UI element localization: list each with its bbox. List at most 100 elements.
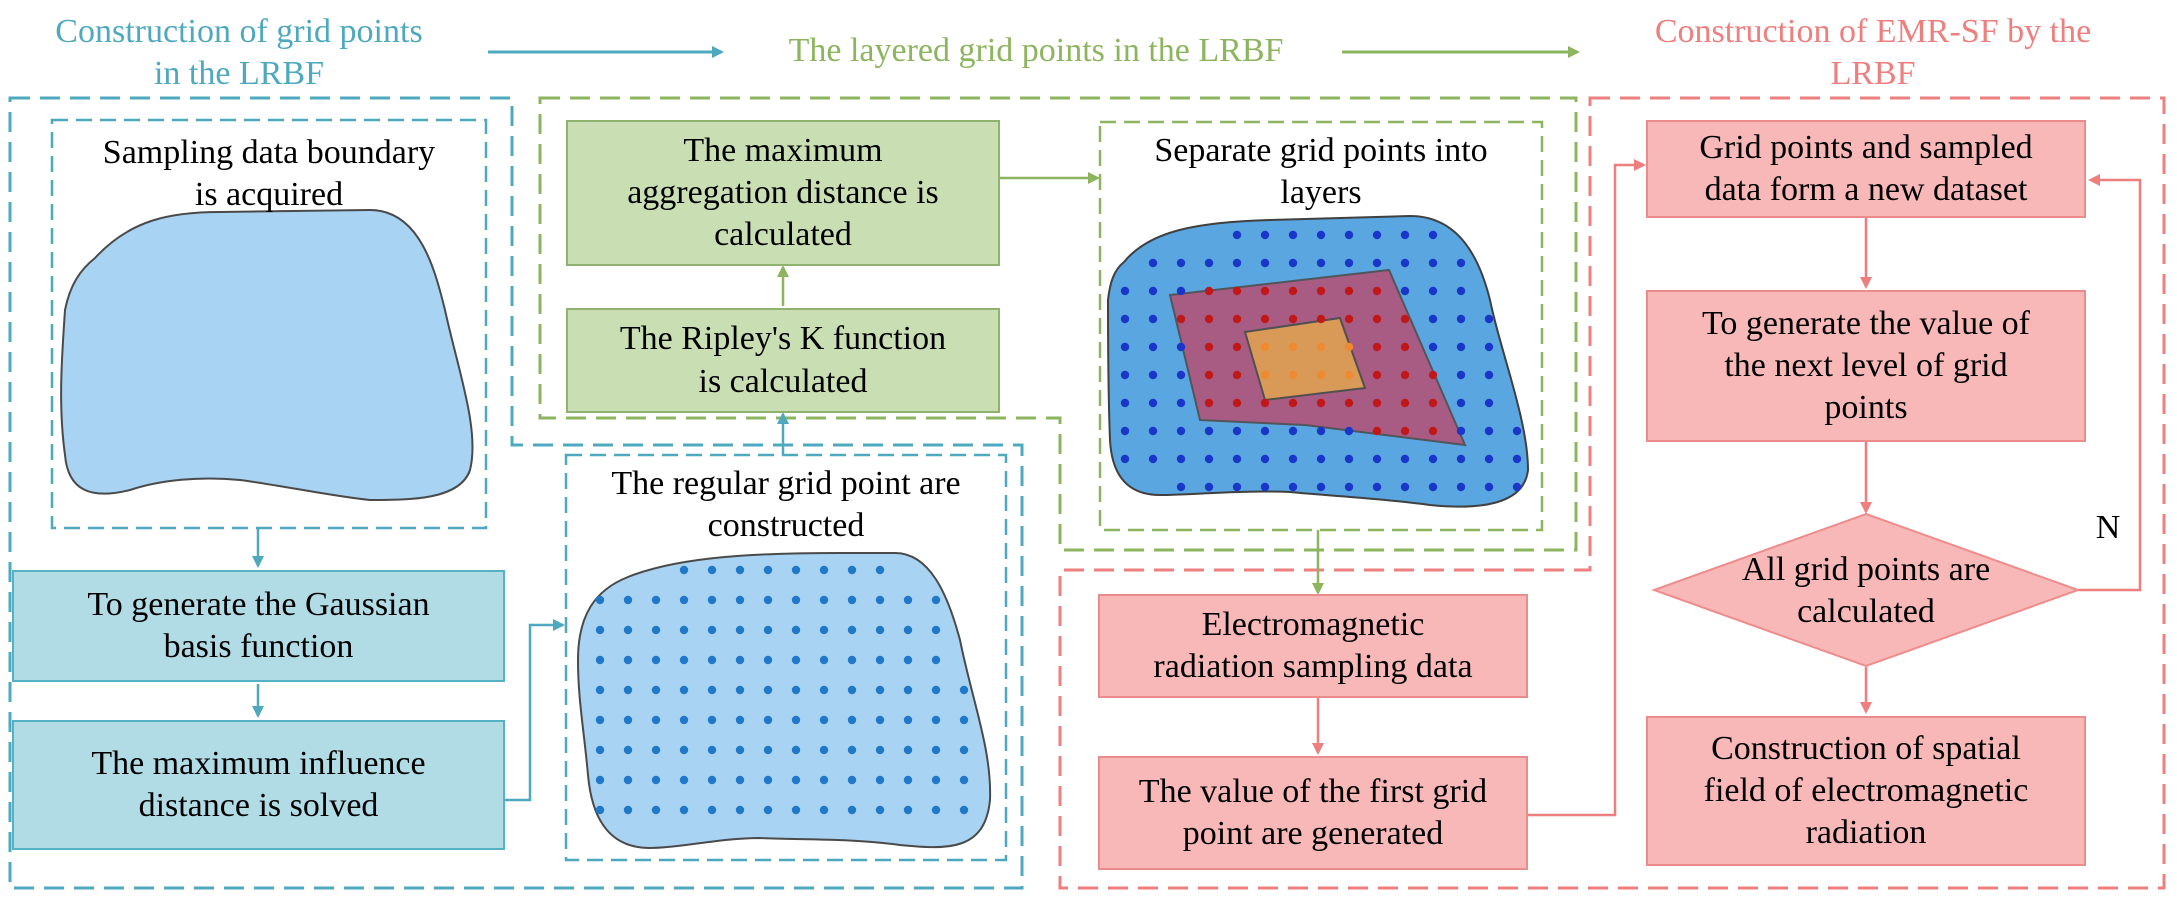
grid-point: [819, 745, 829, 755]
aggregation-distance-step: The maximum aggregation distance is calc…: [566, 120, 1000, 266]
grid-point: [819, 565, 829, 575]
layered-grid-point: [1484, 314, 1494, 324]
grid-point: [763, 625, 773, 635]
layered-grid-point: [1148, 314, 1158, 324]
layered-grid-point: [1316, 230, 1326, 240]
grid-point: [819, 595, 829, 605]
layered-grid-point: [1232, 342, 1242, 352]
grid-point: [735, 745, 745, 755]
layered-grid-point: [1484, 370, 1494, 380]
grid-point: [651, 775, 661, 785]
layered-grid-point: [1400, 454, 1410, 464]
layered-grid-point: [1176, 426, 1186, 436]
layered-grid-point: [1204, 426, 1214, 436]
grid-point: [623, 595, 633, 605]
grid-point: [763, 565, 773, 575]
grid-point: [931, 625, 941, 635]
layered-grid-point: [1120, 454, 1130, 464]
layered-grid-point: [1372, 482, 1382, 492]
layered-grid-point: [1316, 426, 1326, 436]
grid-point: [931, 685, 941, 695]
grid-point: [819, 805, 829, 815]
layered-grid-point: [1148, 286, 1158, 296]
regular-grid-dots: [595, 565, 969, 815]
grid-point: [847, 655, 857, 665]
regular-grid-shape: [576, 552, 992, 850]
layered-grid-point: [1344, 398, 1354, 408]
grid-point: [847, 625, 857, 635]
layered-grid-point: [1232, 370, 1242, 380]
layer-inner-shape: [1243, 316, 1367, 402]
layered-grid-point: [1372, 258, 1382, 268]
grid-point: [735, 565, 745, 575]
layered-grid-point: [1204, 482, 1214, 492]
grid-point: [875, 805, 885, 815]
layered-grid-point: [1428, 454, 1438, 464]
grid-point: [623, 805, 633, 815]
grid-point: [791, 595, 801, 605]
grid-point: [651, 745, 661, 755]
layered-grid-point: [1176, 314, 1186, 324]
grid-point: [931, 655, 941, 665]
gaussian-basis-step: To generate the Gaussian basis function: [12, 570, 505, 682]
layered-grid-point: [1428, 370, 1438, 380]
grid-point: [847, 805, 857, 815]
grid-point: [679, 775, 689, 785]
layered-grid-point: [1428, 286, 1438, 296]
grid-point: [707, 565, 717, 575]
grid-point: [903, 685, 913, 695]
grid-point: [763, 745, 773, 755]
layered-grid-point: [1148, 454, 1158, 464]
header-right: Construction of EMR-SF by the LRBF: [1654, 12, 2092, 93]
grid-point: [875, 655, 885, 665]
layered-grid-point: [1176, 370, 1186, 380]
layered-grid-point: [1316, 286, 1326, 296]
grid-point: [847, 775, 857, 785]
grid-point: [679, 805, 689, 815]
grid-point: [791, 655, 801, 665]
right-panel-outline: [1058, 96, 2166, 890]
layered-grid-point: [1232, 230, 1242, 240]
layered-grid-point: [1288, 454, 1298, 464]
layered-grid-point: [1232, 314, 1242, 324]
grid-point: [595, 625, 605, 635]
grid-point: [679, 625, 689, 635]
layered-grid-point: [1176, 286, 1186, 296]
grid-point: [651, 805, 661, 815]
layered-grid-point: [1372, 230, 1382, 240]
layered-grid-point: [1316, 398, 1326, 408]
ripley-k-step: The Ripley's K function is calculated: [566, 308, 1000, 413]
grid-point: [847, 565, 857, 575]
grid-point: [847, 685, 857, 695]
grid-point: [847, 595, 857, 605]
layered-grid-point: [1428, 258, 1438, 268]
layered-grid-point: [1400, 342, 1410, 352]
grid-point: [595, 715, 605, 725]
grid-point: [623, 745, 633, 755]
layered-grid-point: [1456, 454, 1466, 464]
layered-grid-point: [1428, 482, 1438, 492]
grid-point: [735, 595, 745, 605]
grid-point: [791, 805, 801, 815]
layered-grid-point: [1260, 454, 1270, 464]
grid-point: [931, 745, 941, 755]
layered-grid-point: [1456, 286, 1466, 296]
layered-grid-point: [1176, 398, 1186, 408]
spatial-field-step: Construction of spatial field of electro…: [1646, 716, 2086, 866]
grid-point: [875, 595, 885, 605]
layered-grid-point: [1316, 482, 1326, 492]
decision-label: All grid points are calculated: [1741, 550, 1991, 630]
layered-grid-point: [1372, 286, 1382, 296]
grid-point: [819, 775, 829, 785]
arrow-decision-no-loop: [2078, 174, 2142, 592]
grid-point: [679, 745, 689, 755]
layered-grid-point: [1204, 342, 1214, 352]
layered-grid-point: [1316, 258, 1326, 268]
grid-point: [763, 715, 773, 725]
layered-grid-point: [1400, 398, 1410, 408]
grid-point: [735, 775, 745, 785]
grid-point: [931, 775, 941, 785]
layered-grid-point: [1260, 314, 1270, 324]
